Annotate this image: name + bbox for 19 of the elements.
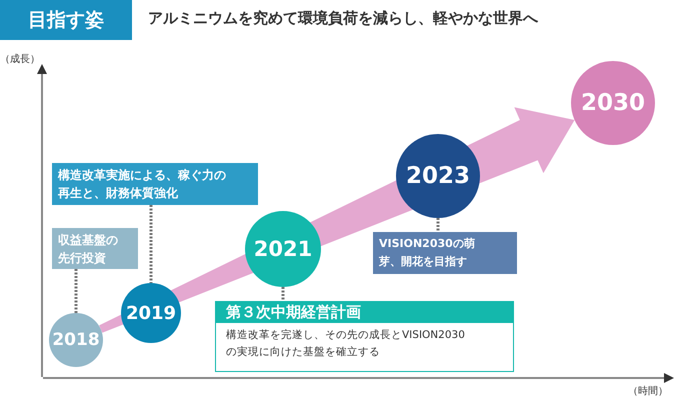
subtitle: アルミニウムを究めて環境負荷を減らし、軽やかな世界へ [148,9,538,28]
card-body: 構造改革を完遂し、その先の成長とVISION2030 の実現に向けた基盤を確立する [225,328,466,360]
title-banner: 目指す姿 [0,0,132,40]
plan-card [215,301,514,372]
callout-box: VISION2030の萌芽、開花を目指す [373,232,517,274]
leader-line [436,218,440,232]
leader-line [282,287,284,301]
year-circle: 2021 [245,211,321,287]
axis-label: （時間） [628,384,668,398]
leader-line [74,269,78,313]
card-heading: 第３次中期経営計画 [216,302,513,323]
callout-box: 収益基盤の先行投資 [52,228,138,269]
leader-line [150,205,152,283]
year-circle: 2019 [121,283,181,343]
year-circle: 2030 [571,61,655,145]
year-circle: 2018 [49,313,103,367]
year-circle: 2023 [396,134,480,218]
axis-label: （成長） [0,52,40,66]
callout-box: 構造改革実施による、稼ぐ力の再生と、財務体質強化 [52,163,258,205]
